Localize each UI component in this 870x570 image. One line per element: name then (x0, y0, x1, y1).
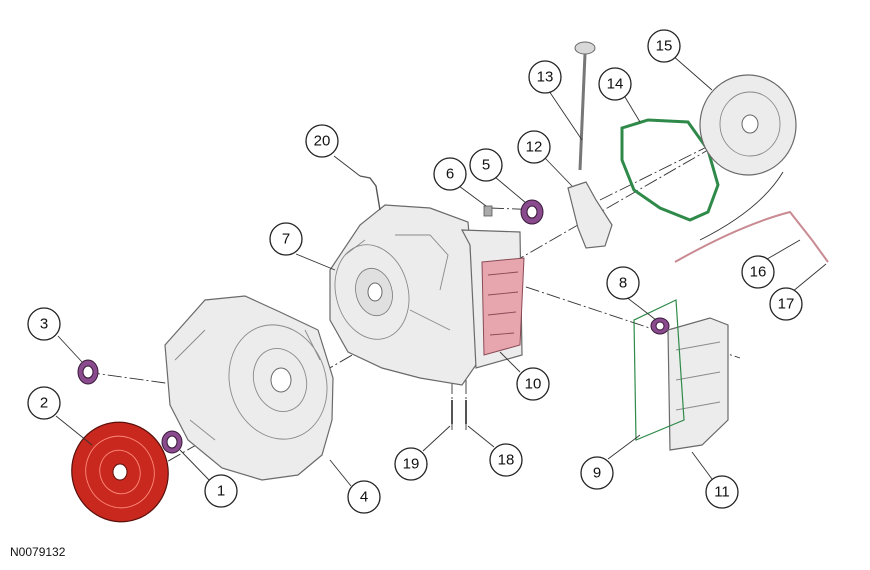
callout-13: 13 (528, 60, 562, 94)
callout-1: 1 (204, 474, 238, 508)
svg-text:4: 4 (360, 489, 368, 506)
callout-7: 7 (269, 222, 303, 256)
svg-text:9: 9 (593, 465, 601, 482)
filler-tube (567, 181, 613, 249)
callout-3: 3 (27, 307, 61, 341)
svg-text:19: 19 (403, 456, 420, 473)
cover-gasket (620, 118, 720, 222)
leader-lines (55, 54, 827, 487)
svg-text:7: 7 (282, 231, 290, 248)
callout-11: 11 (705, 475, 739, 509)
svg-text:14: 14 (607, 76, 624, 93)
pan-gasket (633, 299, 685, 441)
callout-19: 19 (394, 447, 428, 481)
callout-20: 20 (305, 124, 339, 158)
converter-housing (164, 295, 334, 481)
callout-5: 5 (469, 148, 503, 182)
callout-8: 8 (606, 266, 640, 300)
svg-text:6: 6 (446, 166, 454, 183)
callout-2: 2 (27, 386, 61, 420)
cooler-line (674, 171, 829, 263)
side-cover (699, 74, 797, 176)
callout-14: 14 (598, 67, 632, 101)
plug-6 (483, 205, 493, 217)
callout-16: 16 (741, 255, 775, 289)
seal-5 (520, 199, 544, 225)
svg-text:1: 1 (217, 483, 225, 500)
svg-text:17: 17 (778, 296, 795, 313)
callout-10: 10 (516, 367, 550, 401)
solenoid-axis (489, 207, 543, 211)
svg-text:8: 8 (619, 275, 627, 292)
callout-6: 6 (433, 157, 467, 191)
svg-text:3: 3 (40, 316, 48, 333)
torque-converter (71, 421, 169, 523)
svg-text:5: 5 (482, 157, 490, 174)
callout-9: 9 (580, 456, 614, 490)
seal-1 (161, 430, 183, 454)
dipstick (574, 41, 596, 171)
callout-15: 15 (647, 29, 681, 63)
svg-text:20: 20 (314, 133, 331, 150)
callout-18: 18 (489, 443, 523, 477)
vent-20 (359, 175, 381, 211)
svg-text:11: 11 (714, 484, 730, 501)
svg-text:10: 10 (525, 376, 542, 393)
seal-8 (650, 317, 670, 335)
svg-text:15: 15 (656, 38, 673, 55)
callout-4: 4 (347, 480, 381, 514)
svg-text:13: 13 (537, 69, 554, 86)
seal-3 (77, 359, 99, 385)
figure-id-label: N0079132 (10, 545, 66, 559)
svg-text:16: 16 (750, 264, 767, 281)
callout-12: 12 (517, 130, 551, 164)
svg-text:12: 12 (526, 139, 543, 156)
svg-text:2: 2 (40, 395, 48, 412)
svg-text:18: 18 (498, 452, 515, 469)
callout-17: 17 (769, 287, 803, 321)
oil-pan (667, 317, 729, 451)
valve-body (481, 257, 525, 356)
